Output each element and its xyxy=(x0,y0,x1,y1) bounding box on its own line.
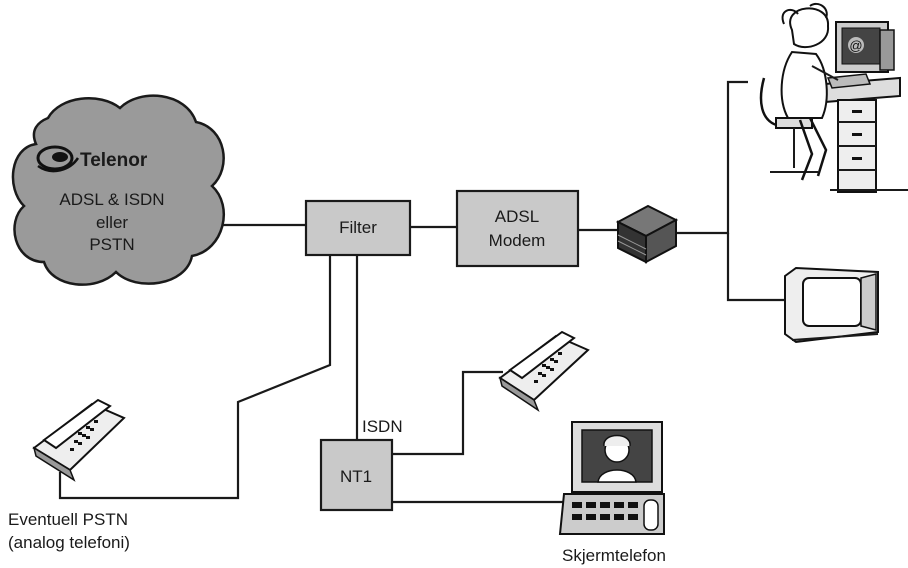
wire-hub-tv xyxy=(726,233,785,302)
filter-node: Filter xyxy=(304,199,412,257)
telenor-cloud: Telenor ADSL & ISDN eller PSTN xyxy=(11,94,226,286)
analog-phone-label-1: Eventuell PSTN xyxy=(8,510,128,529)
analog-phone-label-2: (analog telefoni) xyxy=(8,533,130,552)
nt1-label: NT1 xyxy=(340,467,372,486)
cloud-shape xyxy=(11,94,226,286)
cloud-line-1: ADSL & ISDN xyxy=(59,190,164,209)
filter-box xyxy=(304,199,412,257)
adsl-modem-node: ADSL Modem xyxy=(455,189,580,268)
wire-nt1-isdn-phone xyxy=(392,370,503,456)
telenor-logo xyxy=(36,145,80,173)
videophone-icon xyxy=(558,421,665,535)
telenor-brand: Telenor xyxy=(80,150,148,171)
filter-label: Filter xyxy=(339,218,377,237)
telephone-icon xyxy=(32,398,126,482)
wire-hub-workstation xyxy=(676,80,748,235)
connections xyxy=(58,80,785,504)
modem-box xyxy=(455,189,580,268)
cloud-line-3: PSTN xyxy=(89,235,134,254)
svg-text:@: @ xyxy=(849,38,862,53)
isdn-telephone-icon xyxy=(498,330,590,412)
tv-icon xyxy=(784,266,879,344)
cloud-line-2: eller xyxy=(96,213,128,232)
computer-user-icon: @ xyxy=(759,2,908,193)
wire-filter-analog-phone xyxy=(58,255,332,500)
screen-phone-label: Skjermtelefon xyxy=(562,546,666,565)
modem-label-1: ADSL xyxy=(495,207,539,226)
network-hub-icon xyxy=(615,204,679,264)
nt1-box xyxy=(319,438,394,512)
isdn-label: ISDN xyxy=(362,417,403,436)
nt1-node: NT1 xyxy=(319,438,394,512)
modem-label-2: Modem xyxy=(489,231,546,250)
